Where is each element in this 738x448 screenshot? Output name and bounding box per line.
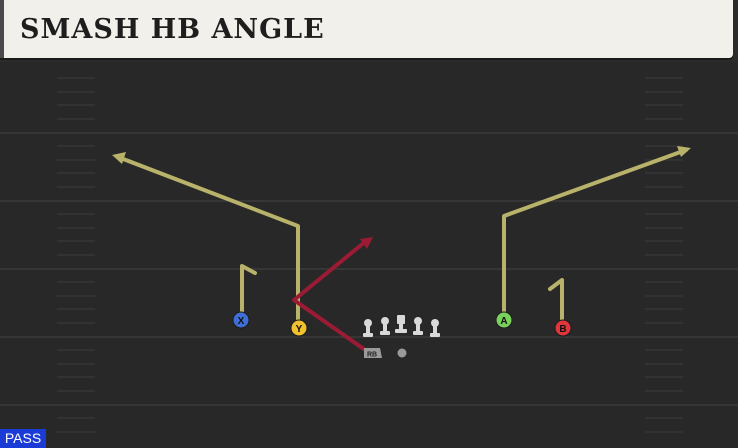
- rb-label: RB: [367, 352, 377, 359]
- left-hash-marks: [57, 77, 95, 433]
- a-route-arrowhead: [677, 146, 691, 157]
- receiver-x: X: [232, 311, 250, 329]
- receiver-a: A: [495, 311, 513, 329]
- b-route: [548, 278, 564, 322]
- lineman-icon: [413, 317, 423, 335]
- a-route: [502, 148, 688, 314]
- lineman-icon: [363, 319, 373, 337]
- receiver-y: Y: [290, 319, 308, 337]
- receiver-a-label: A: [500, 316, 507, 327]
- y-route: [116, 155, 300, 322]
- rb-route: [292, 239, 370, 354]
- title-bar: SMASH HB ANGLE: [0, 0, 738, 62]
- lineman-icon: [430, 319, 440, 337]
- play-title: SMASH HB ANGLE: [20, 14, 325, 45]
- play-type-badge: PASS: [0, 429, 46, 448]
- y-route-arrowhead: [112, 152, 126, 164]
- x-route: [240, 264, 257, 314]
- rb-marker: RB: [364, 348, 382, 359]
- rb-route-arrowhead: [360, 237, 373, 249]
- lineman-icon: [380, 317, 390, 335]
- qb-marker: [397, 348, 407, 358]
- receiver-b: B: [554, 319, 572, 337]
- hash-marks: [57, 77, 683, 433]
- offensive-line: [363, 315, 440, 337]
- route-arrowheads: [112, 146, 691, 164]
- receiver-x-label: X: [238, 316, 245, 327]
- title-panel: SMASH HB ANGLE: [0, 0, 733, 58]
- receiver-b-label: B: [559, 324, 566, 335]
- title-accent: [0, 0, 4, 58]
- receiver-y-label: Y: [296, 324, 303, 335]
- football-field: [0, 62, 738, 448]
- yard-lines: [0, 132, 738, 406]
- right-hash-marks: [645, 77, 683, 433]
- center-icon: [395, 315, 407, 333]
